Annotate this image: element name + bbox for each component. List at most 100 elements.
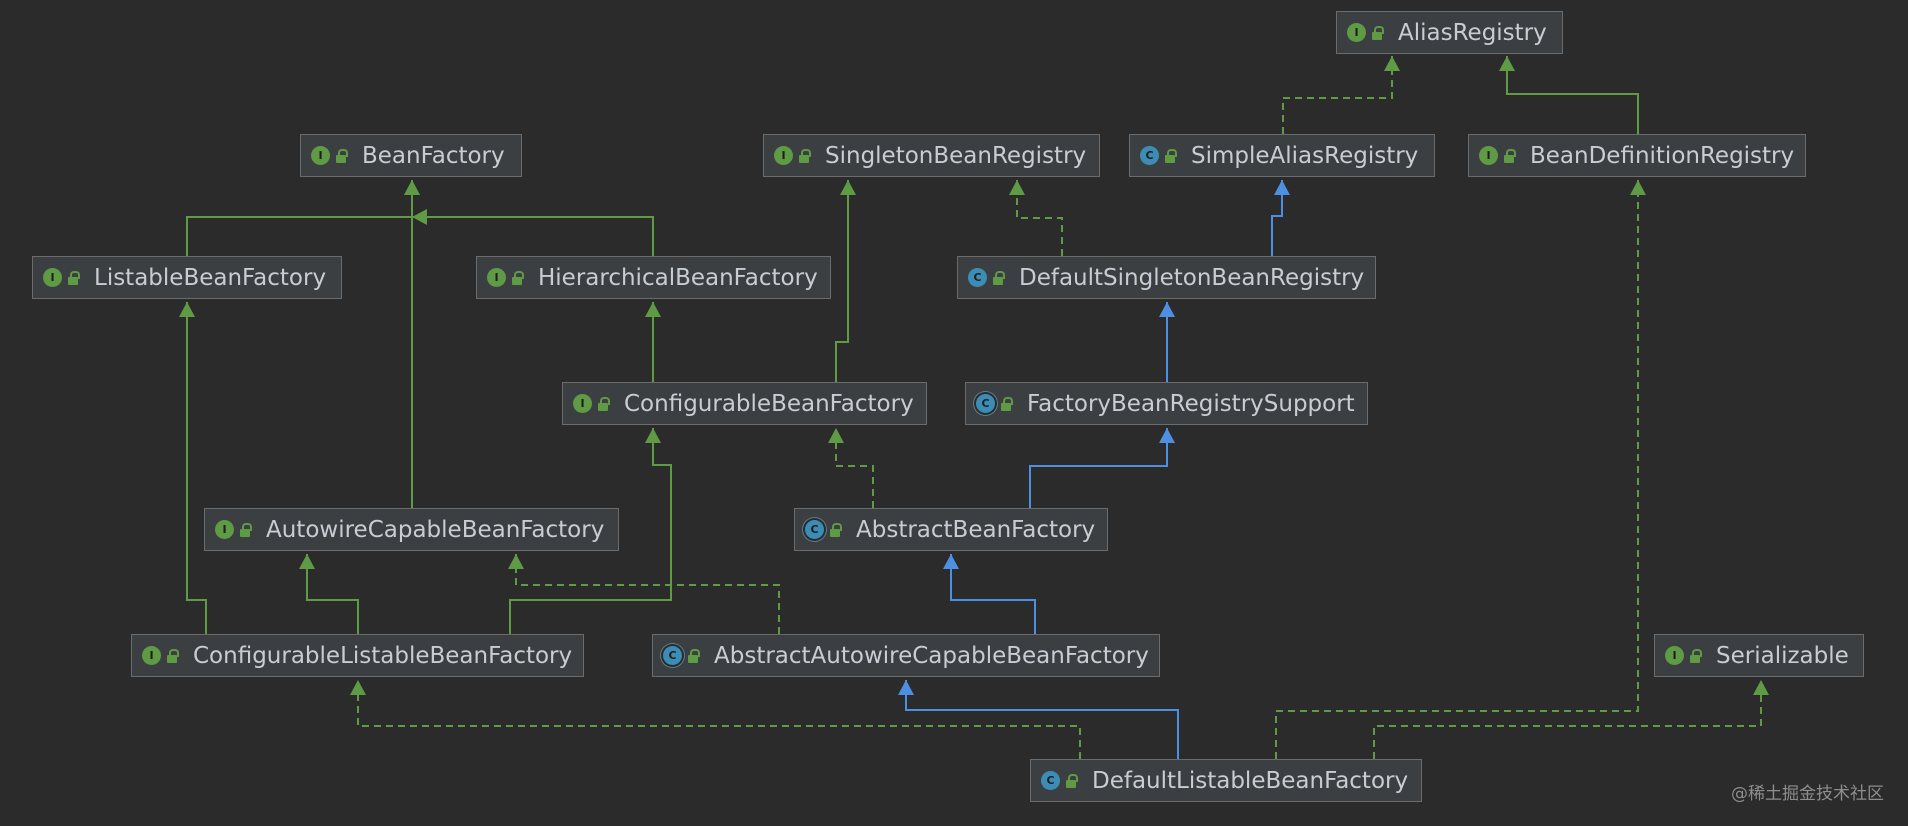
- public-access-icon: [1504, 148, 1516, 163]
- edge-line: [509, 428, 672, 634]
- node-ConfigurableBeanFactory[interactable]: I ConfigurableBeanFactory: [562, 382, 927, 425]
- node-label: AutowireCapableBeanFactory: [266, 516, 605, 543]
- arrowhead: [508, 554, 524, 569]
- interface-icon: I: [1347, 23, 1366, 42]
- public-access-icon: [1165, 148, 1177, 163]
- edge-ConfigurableBeanFactory-to-SingletonBeanRegistry: [835, 180, 856, 382]
- edge-line: [905, 680, 1179, 759]
- edge-AbstractAutowireCapableBeanFactory-to-AbstractBeanFactory: [943, 554, 1036, 634]
- node-SimpleAliasRegistry[interactable]: C SimpleAliasRegistry: [1129, 134, 1435, 177]
- node-AliasRegistry[interactable]: I AliasRegistry: [1336, 11, 1563, 54]
- edge-DefaultSingletonBeanRegistry-to-SimpleAliasRegistry: [1271, 180, 1290, 256]
- interface-icon: I: [1479, 146, 1498, 165]
- arrowhead: [1384, 56, 1400, 71]
- node-DefaultSingletonBeanRegistry[interactable]: C DefaultSingletonBeanRegistry: [957, 256, 1376, 299]
- public-access-icon: [240, 522, 252, 537]
- node-label: DefaultSingletonBeanRegistry: [1019, 264, 1365, 291]
- node-ConfigurableListableBeanFactory[interactable]: I ConfigurableListableBeanFactory: [131, 634, 584, 677]
- node-label: Serializable: [1716, 642, 1849, 669]
- node-label: DefaultListableBeanFactory: [1092, 767, 1409, 794]
- node-label: SimpleAliasRegistry: [1191, 142, 1419, 169]
- edge-ConfigurableListableBeanFactory-to-ListableBeanFactory: [179, 302, 207, 634]
- edge-ConfigurableBeanFactory-to-HierarchicalBeanFactory: [645, 302, 661, 382]
- node-label: ConfigurableBeanFactory: [624, 390, 914, 417]
- edge-DefaultSingletonBeanRegistry-to-SingletonBeanRegistry: [1009, 180, 1063, 256]
- edge-HierarchicalBeanFactory-to-BeanFactory: [412, 209, 654, 256]
- arrowhead: [943, 554, 959, 569]
- edge-ConfigurableListableBeanFactory-to-ConfigurableBeanFactory: [509, 428, 672, 634]
- public-access-icon: [830, 522, 842, 537]
- node-FactoryBeanRegistrySupport[interactable]: C FactoryBeanRegistrySupport: [965, 382, 1368, 425]
- node-AutowireCapableBeanFactory[interactable]: I AutowireCapableBeanFactory: [204, 508, 619, 551]
- edge-line: [950, 554, 1036, 634]
- class-icon: C: [1140, 146, 1159, 165]
- public-access-icon: [167, 648, 179, 663]
- public-access-icon: [993, 270, 1005, 285]
- interface-icon: I: [487, 268, 506, 287]
- public-access-icon: [1066, 773, 1078, 788]
- interface-icon: I: [774, 146, 793, 165]
- edge-DefaultListableBeanFactory-to-ConfigurableListableBeanFactory: [350, 680, 1081, 759]
- interface-icon: I: [142, 646, 161, 665]
- arrowhead: [840, 180, 856, 195]
- edge-line: [835, 428, 874, 508]
- edge-line: [835, 180, 849, 382]
- class-icon: C: [968, 268, 987, 287]
- edge-line: [1016, 180, 1063, 256]
- interface-icon: I: [215, 520, 234, 539]
- public-access-icon: [1001, 396, 1013, 411]
- public-access-icon: [1372, 25, 1384, 40]
- arrowhead: [645, 428, 661, 443]
- edge-line: [1271, 180, 1283, 256]
- node-label: ListableBeanFactory: [94, 264, 327, 291]
- arrowhead: [412, 209, 427, 225]
- arrowhead: [179, 302, 195, 317]
- edge-line: [1282, 56, 1393, 134]
- node-label: BeanFactory: [362, 142, 505, 169]
- edge-DefaultListableBeanFactory-to-Serializable: [1373, 680, 1769, 759]
- interface-icon: I: [311, 146, 330, 165]
- arrowhead: [1499, 56, 1515, 71]
- public-access-icon: [1690, 648, 1702, 663]
- edge-DefaultListableBeanFactory-to-AbstractAutowireCapableBeanFactory: [898, 680, 1179, 759]
- abstract-class-icon: C: [976, 394, 995, 413]
- node-label: HierarchicalBeanFactory: [538, 264, 818, 291]
- interface-icon: I: [573, 394, 592, 413]
- edge-line: [412, 216, 654, 256]
- edge-line: [357, 680, 1081, 759]
- edge-ConfigurableListableBeanFactory-to-AutowireCapableBeanFactory: [299, 554, 359, 634]
- node-HierarchicalBeanFactory[interactable]: I HierarchicalBeanFactory: [476, 256, 831, 299]
- edge-SimpleAliasRegistry-to-AliasRegistry: [1282, 56, 1400, 134]
- edge-ListableBeanFactory-to-BeanFactory: [186, 180, 420, 256]
- edge-line: [515, 554, 780, 634]
- node-label: BeanDefinitionRegistry: [1530, 142, 1795, 169]
- node-BeanDefinitionRegistry[interactable]: I BeanDefinitionRegistry: [1468, 134, 1806, 177]
- arrowhead: [1753, 680, 1769, 695]
- arrowhead: [350, 680, 366, 695]
- arrowhead: [404, 180, 420, 195]
- edge-FactoryBeanRegistrySupport-to-DefaultSingletonBeanRegistry: [1159, 302, 1175, 382]
- edge-line: [1506, 56, 1639, 134]
- edge-line: [1275, 180, 1639, 759]
- arrowhead: [828, 428, 844, 443]
- node-label: FactoryBeanRegistrySupport: [1027, 390, 1355, 417]
- node-SingletonBeanRegistry[interactable]: I SingletonBeanRegistry: [763, 134, 1100, 177]
- node-label: ConfigurableListableBeanFactory: [193, 642, 573, 669]
- public-access-icon: [688, 648, 700, 663]
- edge-BeanDefinitionRegistry-to-AliasRegistry: [1499, 56, 1639, 134]
- public-access-icon: [598, 396, 610, 411]
- abstract-class-icon: C: [805, 520, 824, 539]
- edge-DefaultListableBeanFactory-to-BeanDefinitionRegistry: [1275, 180, 1646, 759]
- node-label: AliasRegistry: [1398, 19, 1547, 46]
- node-BeanFactory[interactable]: I BeanFactory: [300, 134, 522, 177]
- arrowhead: [645, 302, 661, 317]
- arrowhead: [299, 554, 315, 569]
- public-access-icon: [512, 270, 524, 285]
- node-label: SingletonBeanRegistry: [825, 142, 1087, 169]
